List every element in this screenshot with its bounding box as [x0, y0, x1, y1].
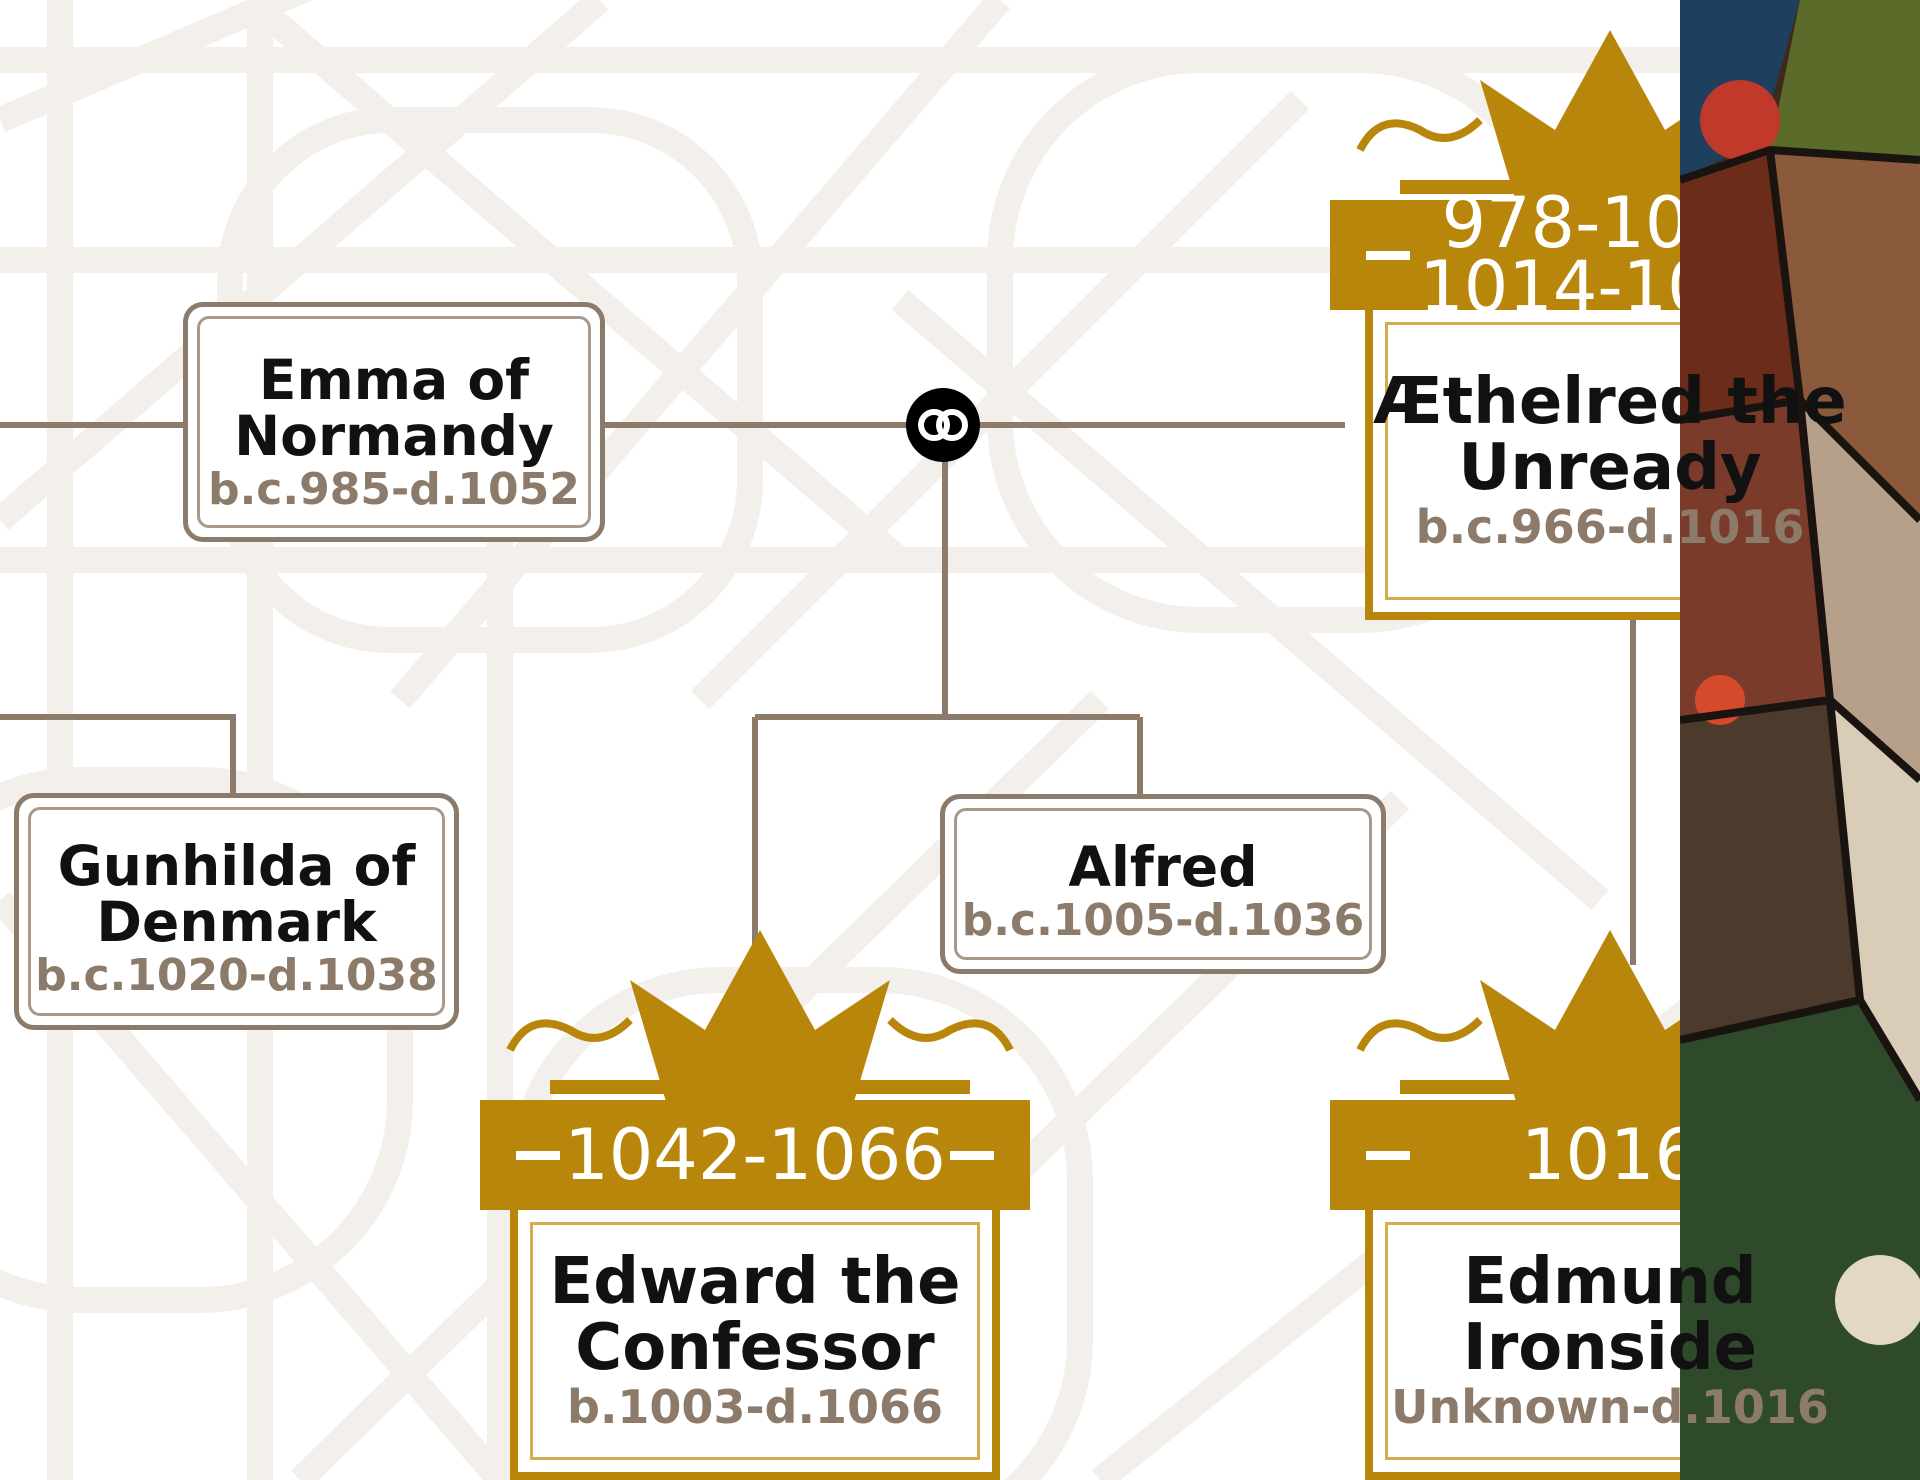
- person-alfred: Alfred b.c.1005-d.1036: [940, 794, 1386, 974]
- person-name-line2: Denmark: [96, 890, 377, 954]
- crown-icon: [506, 930, 1014, 1115]
- monarch-dates: Unknown-d.1016: [1391, 1380, 1829, 1434]
- banner-dash-left: [1366, 1151, 1410, 1160]
- banner-dash-left: [516, 1151, 560, 1160]
- monarch-name-line1: Æthelred the: [1373, 365, 1847, 439]
- person-name-line2: Normandy: [234, 404, 554, 468]
- banner-dash-left: [1366, 251, 1410, 260]
- person-name-line1: Emma of: [258, 348, 530, 412]
- person-emma-of-normandy: Emma of Normandy b.c.985-d.1052: [183, 302, 605, 542]
- stained-glass-image: [1680, 0, 1920, 1480]
- reign-years: 1016: [1520, 1114, 1700, 1196]
- connector-to-gunhilda: [0, 714, 236, 800]
- reign-years: 1042-1066: [564, 1114, 946, 1196]
- marriage-rings-icon: [906, 388, 980, 462]
- person-gunhilda-of-denmark: Gunhilda of Denmark b.c.1020-d.1038: [14, 793, 459, 1030]
- person-name-line1: Alfred: [1068, 835, 1258, 899]
- reign-banner: 1042-1066: [480, 1100, 1030, 1210]
- monarch-card: Edward the Confessor b.1003-d.1066: [510, 1210, 1000, 1480]
- person-dates: b.c.985-d.1052: [208, 464, 580, 515]
- monarch-name-line1: Edward the: [549, 1245, 961, 1319]
- person-name-line1: Gunhilda of: [57, 834, 416, 898]
- monarch-name-line2: Unready: [1458, 431, 1762, 505]
- monarch-name-line1: Edmund: [1463, 1245, 1757, 1319]
- monarch-dates: b.1003-d.1066: [567, 1380, 943, 1434]
- person-dates: b.c.1005-d.1036: [961, 895, 1365, 946]
- banner-dash-right: [950, 1151, 994, 1160]
- monarch-name-line2: Confessor: [575, 1311, 935, 1385]
- monarch-name-line2: Ironside: [1462, 1311, 1758, 1385]
- monarch-edward-the-confessor: 1042-1066 Edward the Confessor b.1003-d.…: [480, 930, 1040, 1480]
- person-dates: b.c.1020-d.1038: [35, 950, 438, 1001]
- monarch-dates: b.c.966-d.1016: [1415, 500, 1805, 554]
